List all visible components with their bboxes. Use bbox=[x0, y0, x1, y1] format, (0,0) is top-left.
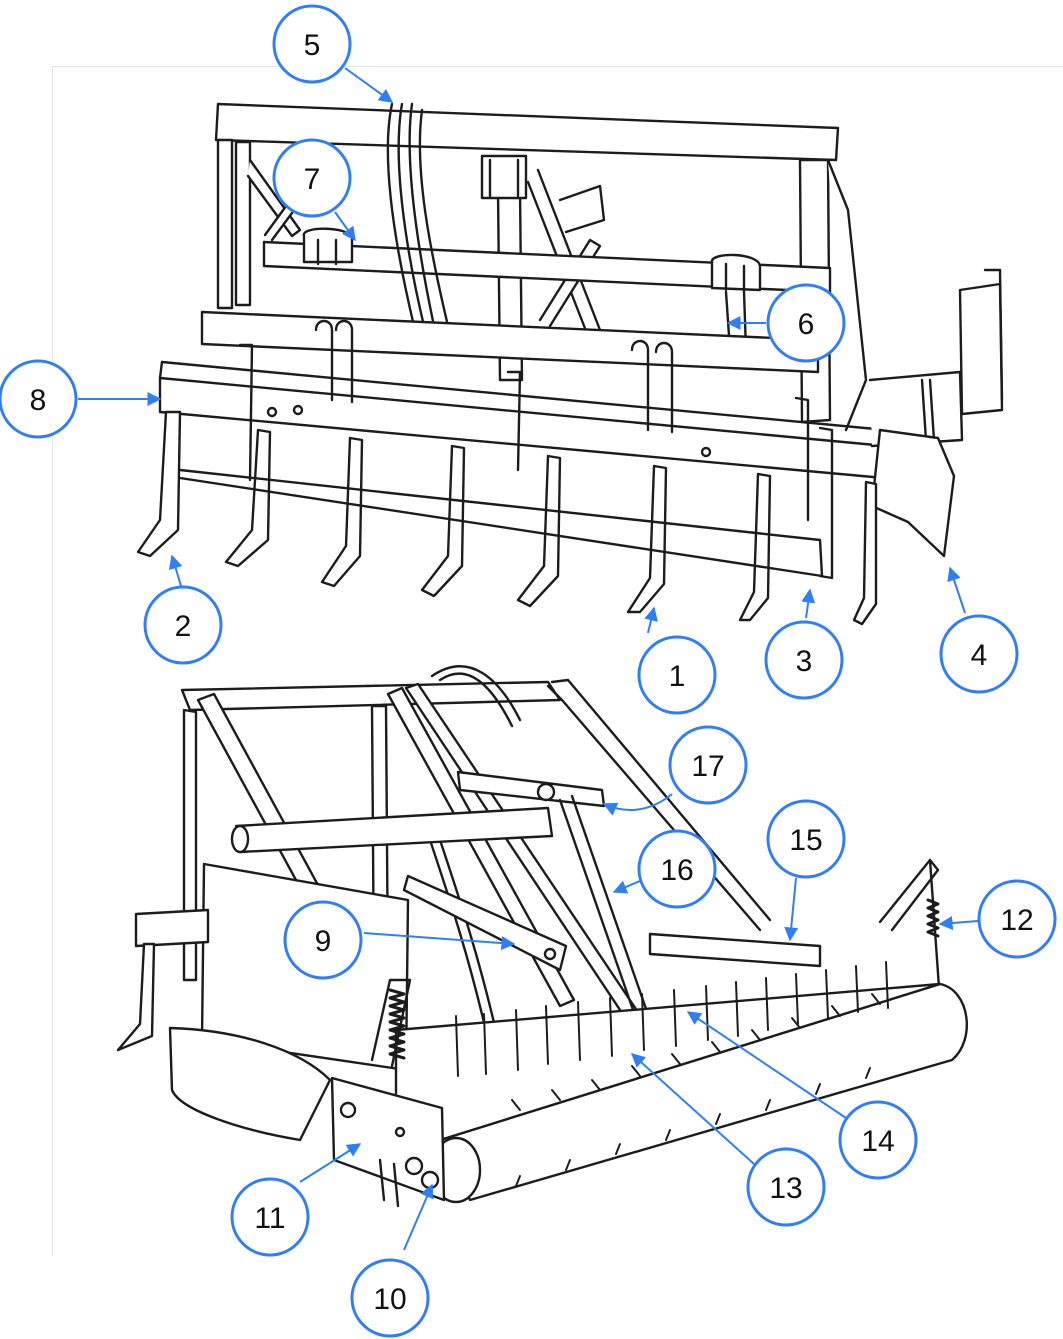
leader-5 bbox=[344, 67, 394, 103]
callout-4-label: 4 bbox=[971, 639, 988, 672]
leader-12 bbox=[938, 916, 979, 930]
callout-2-label: 2 bbox=[175, 610, 192, 643]
adjust-spring bbox=[926, 898, 940, 938]
callout-5: 5 bbox=[272, 4, 352, 84]
callout-14-label: 14 bbox=[861, 1125, 894, 1158]
callout-1-label: 1 bbox=[669, 660, 686, 693]
leader-17 bbox=[602, 793, 673, 816]
callout-3: 3 bbox=[764, 620, 844, 700]
mast-left-upright bbox=[216, 138, 234, 310]
roller-body bbox=[438, 982, 968, 1202]
leader-13 bbox=[630, 1053, 755, 1165]
subsoiler-drawing bbox=[136, 102, 1004, 626]
callout-17-label: 17 bbox=[691, 750, 724, 783]
callout-8-label: 8 bbox=[30, 384, 47, 417]
callout-16-label: 16 bbox=[660, 854, 693, 887]
callout-8: 8 bbox=[0, 359, 78, 439]
harrow-frame-bar bbox=[648, 932, 822, 968]
shank-6 bbox=[626, 464, 668, 614]
center-diagonal-strut bbox=[386, 686, 576, 1008]
callout-15: 15 bbox=[766, 799, 846, 879]
shank-1 bbox=[136, 410, 182, 558]
callout-6: 6 bbox=[766, 283, 846, 363]
leader-2 bbox=[168, 554, 183, 587]
left-adjust-spring bbox=[388, 988, 406, 1060]
rear-shield bbox=[178, 468, 824, 578]
leader-15 bbox=[784, 877, 799, 942]
frame-left-border bbox=[52, 66, 53, 1256]
callout-16: 16 bbox=[637, 829, 717, 909]
callout-4: 4 bbox=[939, 614, 1019, 694]
callout-13-label: 13 bbox=[769, 1172, 802, 1205]
callout-9-label: 9 bbox=[315, 925, 332, 958]
callout-9: 9 bbox=[283, 900, 363, 980]
leader-16 bbox=[612, 880, 641, 894]
leader-9 bbox=[363, 932, 516, 951]
callout-12: 12 bbox=[977, 879, 1057, 959]
callout-5-label: 5 bbox=[304, 29, 321, 62]
roller-unit-drawing bbox=[116, 665, 968, 1208]
callout-7: 7 bbox=[272, 138, 352, 218]
callout-3-label: 3 bbox=[796, 645, 813, 678]
shaft-clamp-left bbox=[302, 227, 354, 264]
callout-10: 10 bbox=[350, 1258, 430, 1338]
shank-3 bbox=[320, 436, 364, 588]
leader-10 bbox=[403, 1183, 434, 1251]
mast-top-beam bbox=[214, 102, 840, 162]
callout-10-label: 10 bbox=[373, 1283, 406, 1316]
lower-curved-shield bbox=[168, 1026, 332, 1142]
callout-11-label: 11 bbox=[254, 1202, 285, 1235]
middle-tube bbox=[200, 310, 820, 374]
lower-link-arm bbox=[402, 874, 568, 972]
callout-17: 17 bbox=[668, 725, 748, 805]
leader-1 bbox=[644, 606, 658, 634]
shank-8 bbox=[852, 480, 878, 626]
leader-4 bbox=[947, 566, 966, 614]
leader-3 bbox=[801, 588, 816, 619]
leader-7 bbox=[334, 211, 356, 242]
callout-7-label: 7 bbox=[304, 163, 321, 196]
shaft-clamp-right bbox=[710, 253, 762, 292]
hydraulic-hoses bbox=[386, 102, 416, 328]
callout-15-label: 15 bbox=[789, 824, 822, 857]
callouts: 1 2 3 4 5 6 7 bbox=[0, 4, 1057, 1338]
callout-11: 11 bbox=[230, 1177, 310, 1257]
callout-12-label: 12 bbox=[1000, 904, 1033, 937]
callout-13: 13 bbox=[746, 1147, 826, 1227]
shank-4 bbox=[420, 444, 466, 598]
roller-cross-shaft bbox=[234, 806, 554, 854]
roller-hoses bbox=[430, 665, 522, 722]
leader-11 bbox=[299, 1143, 362, 1183]
callout-6-label: 6 bbox=[798, 308, 815, 341]
callout-1: 1 bbox=[637, 635, 717, 715]
leader-14 bbox=[686, 1011, 847, 1119]
roller-mast-top bbox=[180, 680, 562, 712]
shank-2 bbox=[224, 428, 272, 568]
frame-top-border bbox=[52, 66, 1063, 67]
shank-7 bbox=[738, 472, 772, 622]
shank-5 bbox=[516, 454, 562, 608]
callout-leaders bbox=[78, 67, 979, 1251]
callout-2: 2 bbox=[143, 585, 223, 665]
callout-14: 14 bbox=[838, 1100, 918, 1180]
